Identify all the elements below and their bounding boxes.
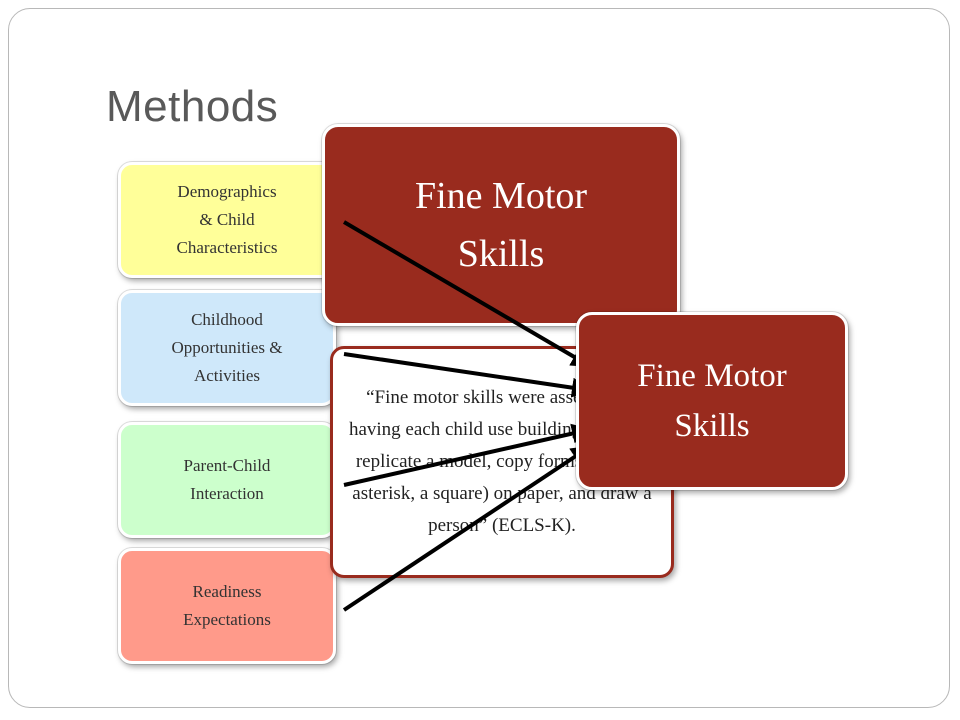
fine-motor-outcome-box: Fine Motor Skills <box>576 312 848 490</box>
arrow-demographics <box>342 220 592 368</box>
arrow-opportunities <box>343 352 592 398</box>
opportunities-label: Childhood Opportunities & Activities <box>171 310 283 385</box>
fine-motor-construct-box: Fine Motor Skills <box>322 124 680 326</box>
fine-motor-outcome-label: Fine Motor Skills <box>637 358 787 444</box>
parent-child-label: Parent-Child Interaction <box>183 456 271 503</box>
demographics-box: Demographics & Child Characteristics <box>118 162 336 278</box>
parent-child-box: Parent-Child Interaction <box>118 422 336 538</box>
slide-title: Methods <box>106 82 279 131</box>
fine-motor-construct-label: Fine Motor Skills <box>414 175 588 275</box>
readiness-box: Readiness Expectations <box>118 548 336 664</box>
readiness-label: Readiness Expectations <box>183 582 271 629</box>
demographics-label: Demographics & Child Characteristics <box>176 182 278 257</box>
arrow-parent-child <box>343 423 592 487</box>
arrow-readiness <box>342 445 592 612</box>
